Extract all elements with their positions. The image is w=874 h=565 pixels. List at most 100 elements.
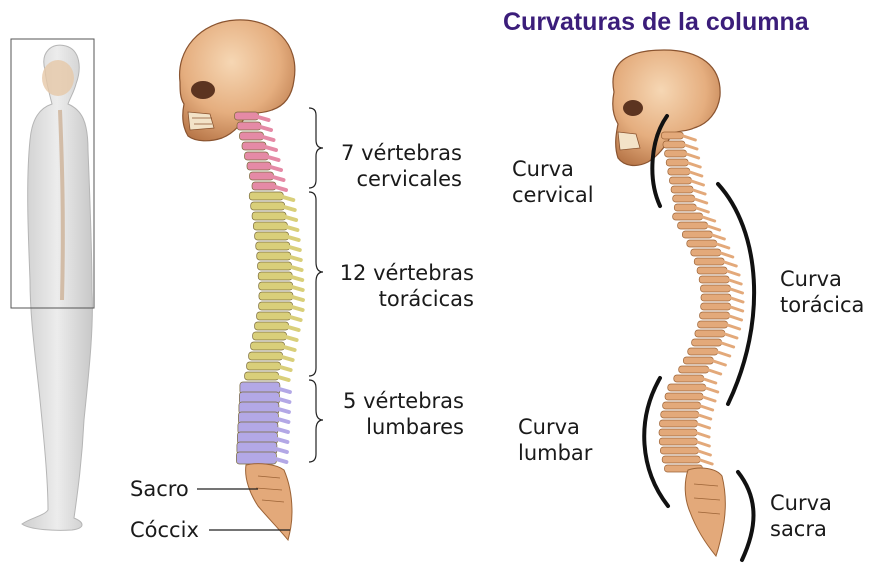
label-curva-toracica: Curva torácica: [780, 266, 864, 318]
diagram-title: Curvaturas de la columna: [503, 8, 809, 37]
vertebra: [259, 282, 303, 290]
vertebra: [659, 429, 709, 437]
vertebra: [663, 402, 713, 410]
vertebra: [259, 292, 303, 300]
vertebra: [659, 420, 709, 428]
label-curva-sacra-line1: Curva: [770, 490, 832, 516]
vertebra: [660, 447, 710, 455]
vertebra: [259, 302, 303, 310]
vertebra: [697, 267, 739, 275]
vertebra: [700, 285, 742, 293]
label-cervical-vertebrae: 7 vértebras cervicales: [341, 140, 462, 192]
vertebra: [673, 195, 707, 203]
vertebra: [245, 152, 279, 160]
vertebra: [252, 212, 296, 220]
vertebra: [253, 332, 297, 340]
label-curva-toracica-line2: torácica: [780, 292, 864, 318]
vertebra: [247, 162, 281, 170]
label-lumbar-vertebrae: 5 vértebras lumbares: [343, 388, 464, 440]
vertebra: [257, 312, 301, 320]
vertebra: [247, 362, 291, 370]
label-curva-lumbar-line1: Curva: [518, 414, 592, 440]
vertebra: [674, 204, 708, 212]
vertebra: [236, 452, 286, 464]
label-cervical-line2: cervicales: [341, 166, 462, 192]
spine-right: [659, 132, 743, 473]
vertebra: [256, 242, 300, 250]
vertebra: [665, 150, 699, 158]
vertebra: [692, 339, 734, 347]
label-curva-lumbar-line2: lumbar: [518, 440, 592, 466]
label-thoracic-vertebrae: 12 vértebras torácicas: [340, 260, 474, 312]
vertebra: [694, 258, 736, 266]
label-sacro: Sacro: [130, 476, 189, 502]
vertebra: [666, 159, 700, 167]
vertebra: [691, 249, 733, 257]
body-silhouette: [22, 45, 92, 530]
vertebra: [240, 132, 274, 140]
vertebra: [252, 182, 286, 190]
vertebra: [255, 322, 299, 330]
section-braces: [309, 108, 323, 462]
vertebra: [245, 372, 289, 380]
label-curva-toracica-line1: Curva: [780, 266, 864, 292]
vertebra: [668, 168, 702, 176]
brace-lumbar: [309, 380, 323, 462]
vertebra: [665, 393, 715, 401]
vertebra: [678, 222, 720, 230]
vertebra: [662, 456, 712, 464]
label-thoracic-line2: torácicas: [340, 286, 474, 312]
sacrum-right: [685, 468, 725, 556]
vertebra: [669, 177, 703, 185]
vertebra: [659, 438, 709, 446]
vertebra: [671, 186, 705, 194]
vertebra: [242, 142, 276, 150]
arc-sacral: [738, 472, 754, 560]
vertebra: [701, 294, 743, 302]
label-lumbar-line2: lumbares: [343, 414, 464, 440]
label-curva-cervical: Curva cervical: [512, 156, 594, 208]
vertebra: [258, 262, 302, 270]
label-coccix: Cóccix: [130, 517, 199, 543]
spine-middle: [235, 112, 303, 464]
vertebra: [249, 352, 293, 360]
vertebra: [661, 132, 695, 140]
label-curva-cervical-line2: cervical: [512, 182, 594, 208]
vertebra: [698, 321, 740, 329]
vertebra: [663, 141, 697, 149]
label-curva-sacra-line2: sacra: [770, 516, 832, 542]
vertebra: [701, 303, 743, 311]
vertebra: [257, 252, 301, 260]
label-lumbar-line1: 5 vértebras: [343, 388, 464, 414]
vertebra: [249, 192, 293, 200]
vertebra: [674, 375, 716, 383]
vertebra: [682, 231, 724, 239]
brace-cervical: [309, 108, 323, 188]
vertebra: [668, 384, 718, 392]
skull-middle: [180, 20, 295, 141]
vertebra: [251, 342, 295, 350]
vertebra: [673, 213, 715, 221]
vertebra: [250, 172, 284, 180]
sacrum-middle: [246, 464, 292, 540]
vertebra: [255, 232, 299, 240]
vertebra: [683, 357, 725, 365]
vertebra: [661, 411, 711, 419]
label-curva-sacra: Curva sacra: [770, 490, 832, 542]
brace-thoracic: [309, 192, 323, 376]
label-curva-cervical-line1: Curva: [512, 156, 594, 182]
vertebra: [699, 276, 741, 284]
label-cervical-line1: 7 vértebras: [341, 140, 462, 166]
label-curva-lumbar: Curva lumbar: [518, 414, 592, 466]
vertebra: [258, 272, 302, 280]
vertebra: [253, 222, 297, 230]
vertebra: [679, 366, 721, 374]
vertebra: [688, 348, 730, 356]
vertebra: [237, 122, 271, 130]
vertebra: [700, 312, 742, 320]
vertebra: [235, 112, 269, 120]
vertebra: [251, 202, 295, 210]
vertebra: [687, 240, 729, 248]
label-thoracic-line1: 12 vértebras: [340, 260, 474, 286]
